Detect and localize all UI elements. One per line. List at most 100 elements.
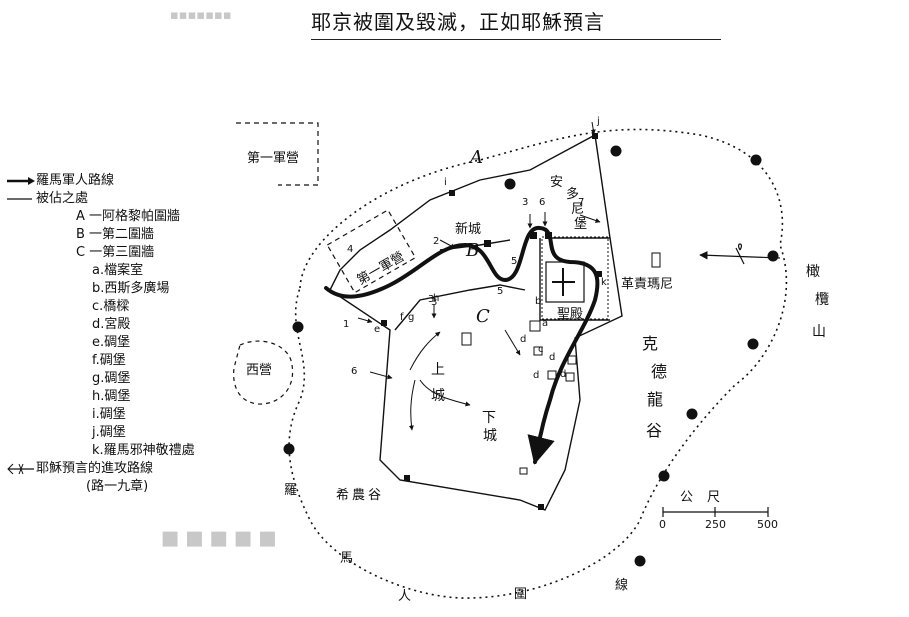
label-antonia: 堡 [574,216,587,232]
legend-item: c.橋樑 [92,299,130,314]
label-camp2: 第一軍營 [355,249,408,288]
route-number: 4 [347,244,353,255]
label-roman-line: 羅 [284,483,297,498]
label-antonia: 尼 [571,202,584,217]
label-temple: 聖殿 [557,307,583,322]
legend-wall-a: A 一阿格黎帕圍牆 [76,209,181,224]
prophecy-route [699,243,781,265]
scale-bar [662,507,769,517]
scale-tick-labels: 0 250 500 [659,518,778,531]
legend-item: h.碉堡 [92,389,131,404]
route-number: 3 [428,294,434,305]
point-label-a: a [542,318,548,329]
towers [381,133,602,510]
route-number: 6 [351,366,357,377]
point-label-f: f [400,312,404,323]
buildings [461,252,661,475]
legend-item: j.碉堡 [92,425,126,440]
point-label-d: d [549,352,555,363]
route-number: 5 [497,286,503,297]
point-label-j: j [596,116,600,127]
route-number: 3 [522,197,528,208]
point-label-k: k [601,277,607,288]
legend-occupied: 被佔之處 [36,191,89,206]
point-label-c: c [538,344,544,355]
route-number: 6 [539,197,545,208]
camp-first [236,122,319,186]
legend-item: g.碉堡 [92,371,131,386]
ghost-text-bottom: ▪▪▪▪▪ [160,520,282,555]
label-kidron: 龍 [647,390,663,409]
legend-item: f.碉堡 [92,353,126,368]
inner-arrows [357,121,601,431]
legend-prophecy-route: 耶穌預言的進攻路線 [36,461,154,476]
legend-row-roman-route: 羅馬軍人路線 [6,172,236,190]
prophecy-arrow-icon [7,463,34,474]
scale-tick: 500 [757,518,778,531]
scale-tick: 0 [659,518,666,531]
west-camp [233,340,294,405]
legend-item: i.碉堡 [92,407,126,422]
label-olives: 欖 [815,292,829,308]
point-label-d: d [520,334,526,345]
label-hinnom: 希 [336,488,349,503]
wall-letters: A B C [465,147,490,327]
point-label-e: e [374,324,380,335]
legend: 羅馬軍人路線 被佔之處 A 一阿格黎帕圍牆 B 一第二圍牆 C 一第三圍牆 a.… [6,172,236,496]
label-upper-city: 上 [431,362,445,378]
point-label-i: i [444,177,447,188]
route-number: 2 [433,236,439,247]
point-label-h: h [433,293,439,304]
temple-court [541,236,609,320]
legend-item: a.檔案室 [92,263,144,278]
label-antonia: 多 [566,186,579,202]
map-title: 耶京被圍及毀滅，正如耶穌預言 [311,6,721,40]
label-lower-city: 下 [482,410,496,426]
label-roman-line: 人 [398,589,411,604]
legend-item: d.宮殿 [92,317,131,332]
label-kidron: 谷 [646,421,662,440]
roman-siege-line [288,128,788,599]
place-labels: 第一軍營 第一軍營 西營 新城 聖殿 革責瑪尼 公尺 [246,151,734,505]
label-camp1: 第一軍營 [247,151,299,166]
legend-item: e.碉堡 [92,335,131,350]
label-new-city: 新城 [455,221,481,237]
label-west-camp: 西營 [246,363,272,378]
route-number: 7 [578,197,584,208]
legend-prophecy-ref: (路一九章) [86,479,149,494]
label-kidron: 德 [651,362,667,381]
label-antonia: 安 [550,175,563,190]
route-number: 5 [511,256,517,267]
ghost-text-top: ▪▪▪▪▪▪▪ [170,8,232,23]
label-olives: 山 [812,324,826,340]
scale-tick: 250 [705,518,726,531]
legend-roman-route: 羅馬軍人路線 [36,173,115,188]
legend-row-occupied: 被佔之處 [6,190,236,208]
label-lower-city: 城 [483,428,497,444]
label-roman-line: 馬 [340,551,353,566]
label-kidron: 克 [642,334,658,353]
label-olives: 橄 [806,264,820,280]
legend-items: a.檔案室 b.西斯多廣場 c.橋樑 d.宮殿 e.碉堡 f.碉堡 g.碉堡 h.碉堡 i.碉堡… [6,262,236,460]
thick-arrow-icon [7,176,35,185]
label-wall-c: C [476,306,490,327]
label-hinnom: 農 [352,488,365,503]
legend-item: k.羅馬邪神敬禮處 [92,443,195,458]
legend-wall-c: C 一第三圍牆 [76,245,155,260]
label-wall-b: B [465,240,479,261]
route-number: 3 [431,297,437,308]
roman-attack-route [324,226,600,465]
point-label-g: g [408,312,414,323]
label-roman-line: 圍 [514,587,527,602]
label-scale-unit: 公尺 [680,490,734,505]
legend-row-prophecy: 耶穌預言的進攻路線 [6,460,236,478]
temple-cross [552,268,575,296]
thin-line-icon [7,197,32,200]
label-roman-line: 線 [615,577,628,593]
legend-item: b.西斯多廣場 [92,281,170,296]
label-wall-a: A [468,147,483,168]
point-label-d: d [533,370,539,381]
